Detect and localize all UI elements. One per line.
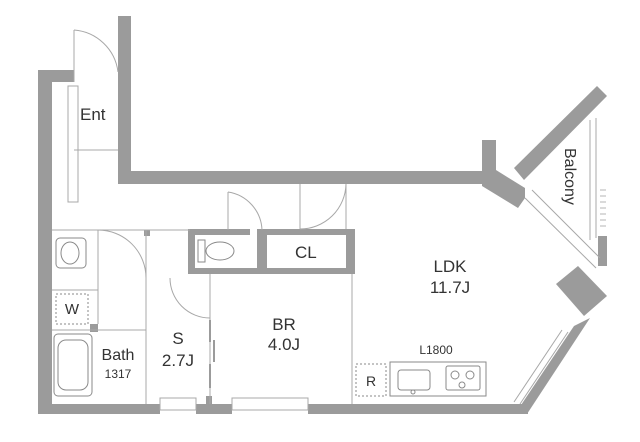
kitchen-counter: [389, 361, 487, 397]
label-ldk-size: 11.7J: [430, 278, 470, 297]
wall-closet-bottom: [257, 268, 355, 274]
window-bottom-2: [231, 397, 309, 411]
wall-top-left: [38, 70, 74, 82]
wall-toilet-left: [188, 229, 195, 273]
label-storage-size: 2.7J: [162, 351, 194, 370]
wall-closet-top: [257, 229, 355, 235]
wall-post-bath: [90, 324, 98, 332]
wall-balcony-right: [598, 236, 607, 266]
label-washer: W: [65, 301, 80, 318]
wall-top-main: [118, 171, 486, 184]
label-storage-name: S: [172, 329, 183, 348]
wall-bottom-right: [308, 404, 528, 414]
hall-door-swing: [97, 229, 147, 279]
labels: Ent Balcony CL LDK 11.7J BR 4.0J S 2.7J …: [65, 105, 578, 389]
wall-closet-right: [346, 229, 355, 273]
sliding-doors: [209, 320, 215, 388]
wall-mid-post: [257, 229, 267, 273]
wall-bottom-left: [38, 404, 160, 414]
label-bedroom-name: BR: [272, 315, 296, 334]
balcony-inner-1: [524, 197, 597, 269]
label-bath-name: Bath: [102, 347, 135, 364]
wall-toilet-bottom: [188, 268, 266, 274]
burner-1: [450, 370, 460, 380]
partitions: [52, 29, 601, 411]
wall-toilet-top: [188, 229, 250, 235]
lower-diag-inner-2: [513, 329, 563, 403]
wall-right-jog: [556, 266, 607, 316]
label-entrance: Ent: [80, 105, 106, 124]
toilet-tank: [197, 239, 206, 263]
wash-basin-bowl: [60, 241, 80, 265]
sink-tap: [410, 389, 416, 395]
bathtub-inner: [57, 339, 89, 391]
fridge-box: [355, 363, 387, 397]
balcony-hatch: [600, 189, 606, 227]
fixtures: [53, 237, 487, 397]
burner-3: [458, 381, 466, 389]
label-ldk-name: LDK: [433, 257, 467, 276]
shoe-rack: [67, 85, 79, 203]
wall-bottom-mid: [196, 404, 232, 414]
window-bottom-1: [159, 397, 197, 411]
label-bedroom-size: 4.0J: [268, 335, 300, 354]
wall-balcony-top: [514, 86, 607, 180]
wall-entrance-right: [118, 16, 131, 184]
label-bath-size: 1317: [105, 367, 132, 381]
wall-ldk-notch: [482, 140, 525, 208]
storage-door-swing: [169, 277, 211, 319]
toilet-door-swing: [227, 191, 263, 231]
label-balcony: Balcony: [561, 148, 578, 205]
label-closet: CL: [295, 243, 317, 262]
entrance-door-swing: [73, 29, 119, 73]
wall-post-storage: [144, 230, 150, 236]
burner-2: [465, 370, 475, 380]
label-refrigerator: R: [366, 373, 376, 389]
wall-left: [38, 70, 52, 414]
ldk-door-swing: [299, 183, 347, 230]
bathtub: [53, 333, 93, 397]
wall-post-bedroom: [206, 396, 212, 404]
wall-lower-right-diag: [515, 318, 590, 414]
label-kitchen: L1800: [419, 343, 453, 357]
stove: [445, 365, 481, 391]
kitchen-sink: [397, 369, 431, 391]
lower-diag-inner: [519, 331, 569, 405]
toilet-bowl: [205, 241, 235, 261]
wash-basin: [55, 237, 87, 269]
balcony-inner-2: [531, 189, 601, 259]
washer-box: [55, 293, 89, 325]
walls: [38, 16, 607, 414]
